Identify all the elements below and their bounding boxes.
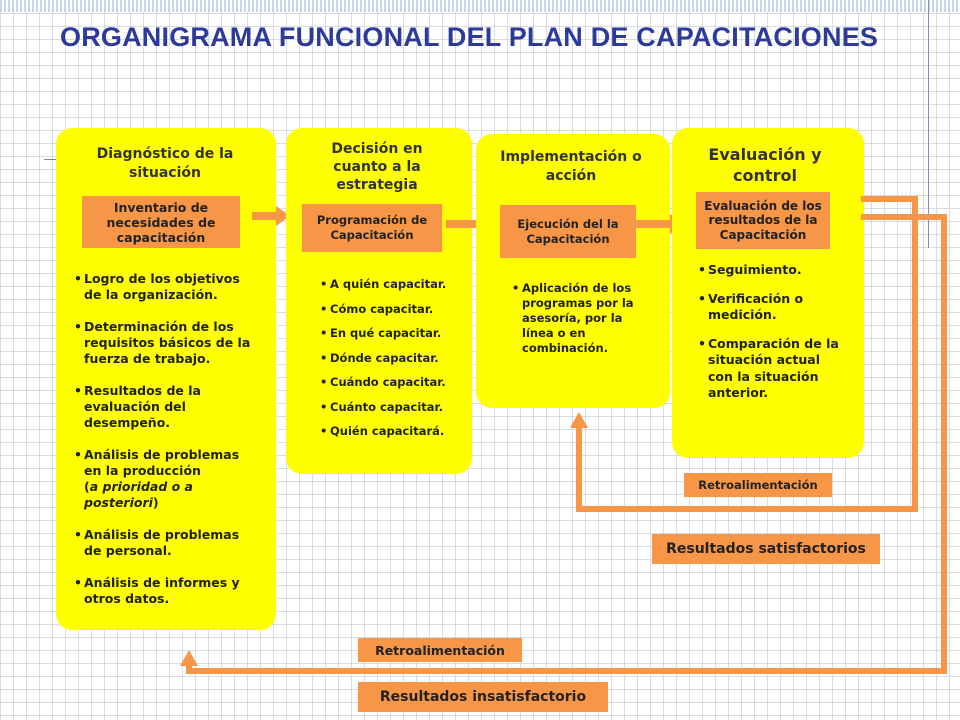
list-item: •A quién capacitar.: [320, 277, 447, 291]
column-evaluacion: [674, 130, 862, 456]
list-item: •Dónde capacitar.: [320, 350, 439, 365]
list-item: •Seguimiento.: [698, 262, 802, 277]
flow-arrow-2: [446, 220, 480, 228]
feedback-unsatisfactory-head: [180, 650, 198, 666]
column-decision-list: •A quién capacitar. •Cómo capacitar. •En…: [320, 277, 460, 439]
feedback-satisfactory-down: [912, 196, 918, 512]
column-diagnostico-title: Diagnóstico de la situación: [96, 146, 234, 181]
feedback-satisfactory-bottom: [576, 506, 918, 512]
feedback-label-small: Retroalimentación: [684, 473, 832, 497]
feedback-satisfactory-head: [570, 412, 588, 428]
column-decision: [288, 130, 470, 472]
list-item: •Cuánto capacitar.: [320, 399, 443, 414]
column-implementacion: [478, 136, 668, 406]
list-item: •Cuándo capacitar.: [320, 375, 446, 389]
column-implementacion-title: Implementación o acción: [500, 149, 642, 184]
list-item: •Aplicación de los programas por la ases…: [512, 281, 634, 355]
unsatisfactory-results-label: Resultados insatisfactorio: [358, 682, 608, 712]
list-item: •Comparación de la situación actual con …: [698, 335, 839, 401]
column-evaluacion-title: Evaluación y control: [708, 145, 822, 185]
satisfactory-results-label: Resultados satisfactorios: [652, 534, 880, 564]
left-tick-mark: [44, 159, 64, 160]
column-decision-box: Programación de Capacitación: [302, 204, 442, 252]
list-item: •En qué capacitar.: [320, 326, 442, 340]
list-item: •Análisis de problemas en la producción(…: [74, 447, 240, 510]
feedback-label-bottom: Retroalimentación: [358, 638, 522, 662]
page-title: ORGANIGRAMA FUNCIONAL DEL PLAN DE CAPACI…: [60, 22, 879, 52]
list-item: •Quién capacitará.: [320, 424, 445, 438]
flow-arrow-1-head: [276, 206, 290, 226]
feedback-unsatisfactory-right: [861, 214, 945, 220]
list-item-note: a prioridad o a posteriori: [84, 479, 193, 510]
list-item: •Análisis de informes y otros datos.: [74, 575, 240, 606]
feedback-unsatisfactory-down: [941, 214, 947, 674]
column-evaluacion-list: •Seguimiento. •Verificación o medición. …: [698, 262, 848, 402]
feedback-unsatisfactory-bottom: [186, 668, 947, 674]
right-divider: [928, 0, 929, 248]
column-diagnostico-list: •Logro de los objetivos de la organizaci…: [74, 271, 256, 607]
column-diagnostico-box: Inventario de necesidades de capacitació…: [82, 196, 240, 248]
column-implementacion-list: •Aplicación de los programas por la ases…: [512, 281, 648, 356]
column-implementacion-box: Ejecución del la Capacitación: [500, 205, 636, 258]
flow-arrow-3: [636, 220, 670, 228]
list-item: •Verificación o medición.: [698, 290, 804, 323]
feedback-satisfactory-up: [576, 428, 582, 512]
column-decision-title: Decisión en cuanto a la estrategia: [331, 141, 423, 193]
flow-arrow-1: [252, 212, 276, 220]
list-item: •Resultados de la evaluación del desempe…: [74, 383, 201, 430]
column-evaluacion-box: Evaluación de los resultados de la Capac…: [696, 192, 830, 249]
list-item: •Determinación de los requisitos básicos…: [74, 319, 251, 366]
list-item: •Cómo capacitar.: [320, 301, 434, 316]
top-decorative-band: [0, 0, 960, 12]
list-item: •Análisis de problemas de personal.: [74, 527, 240, 558]
feedback-unsatisfactory-up: [186, 664, 192, 674]
feedback-satisfactory-right: [861, 196, 916, 202]
list-item: •Logro de los objetivos de la organizaci…: [74, 271, 240, 302]
